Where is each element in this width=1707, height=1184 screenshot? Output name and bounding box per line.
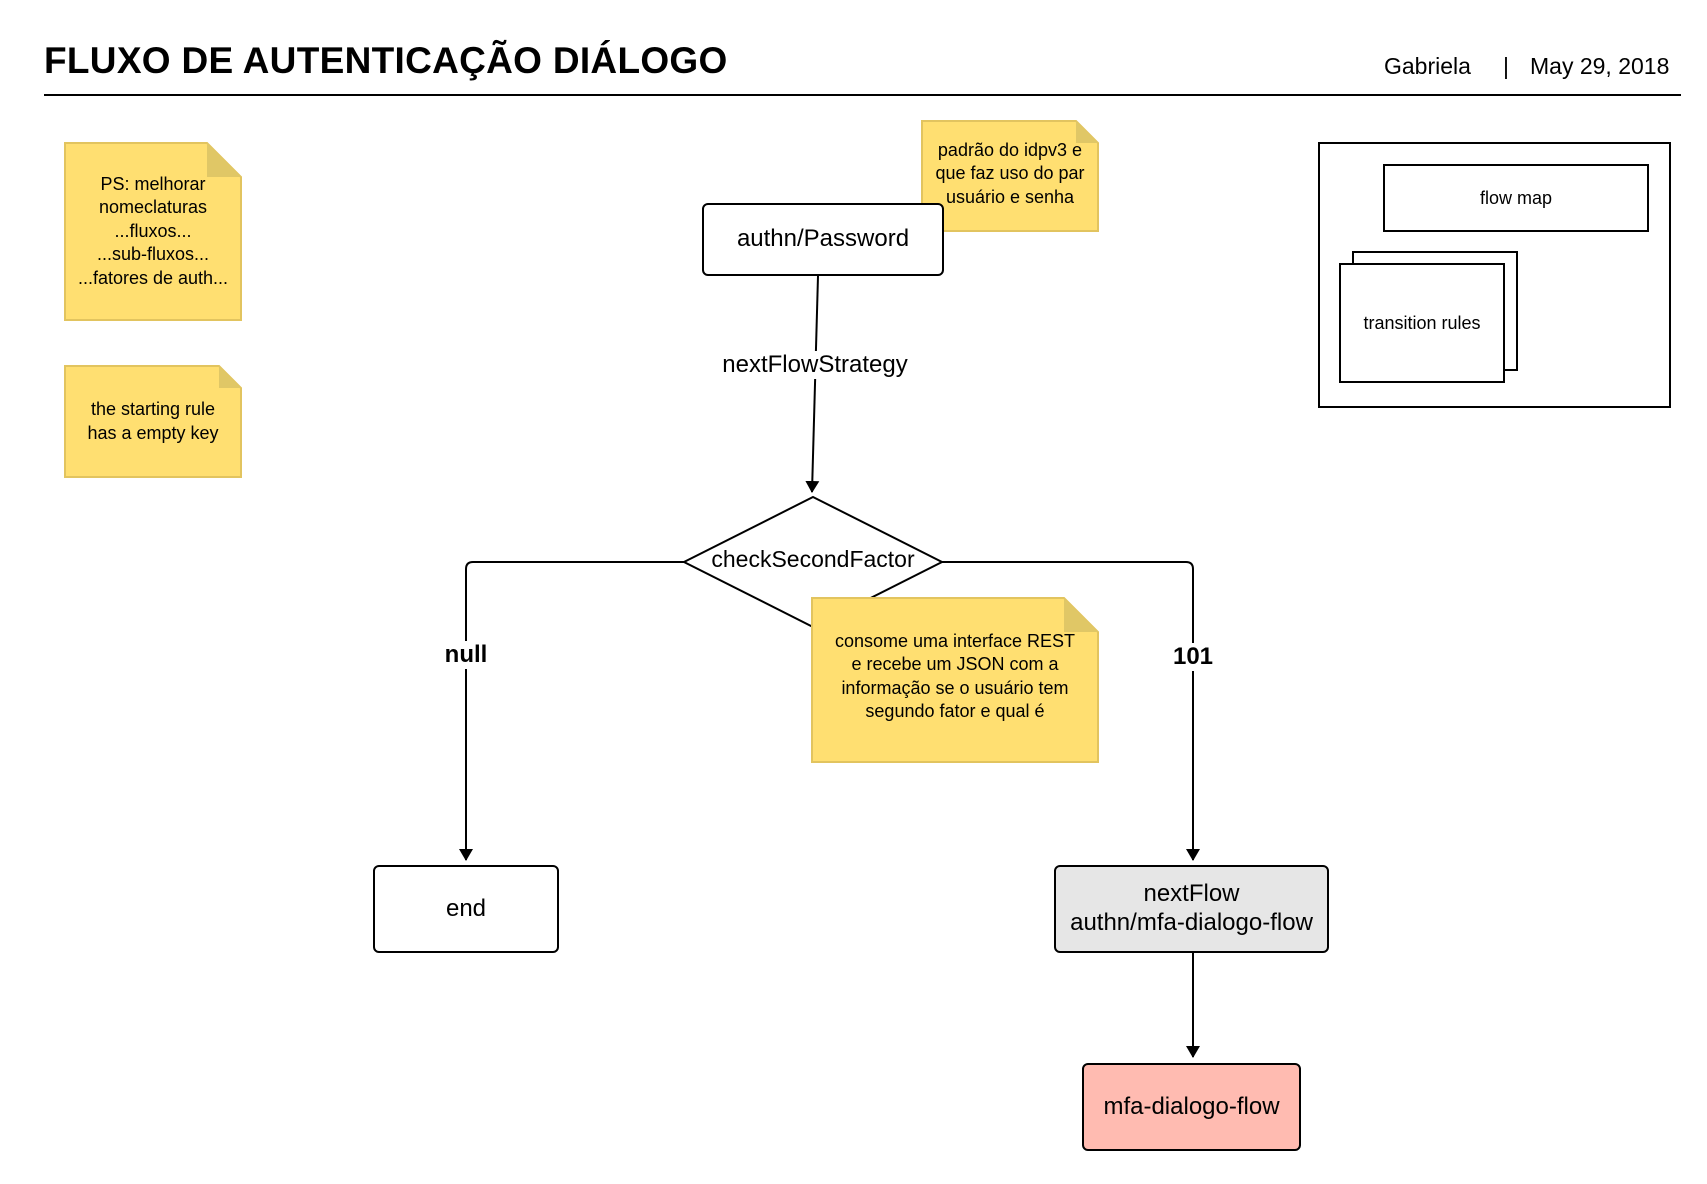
author-name: Gabriela <box>1384 53 1471 79</box>
edge-label-null: null <box>436 641 496 669</box>
next-flow-node: nextFlow authn/mfa-dialogo-flow <box>1054 865 1329 953</box>
legend-transition-rules-label: transition rules <box>1363 312 1481 333</box>
edge-check-to-end <box>459 561 684 861</box>
header-rule <box>44 94 1681 96</box>
starting-rule-note-shape <box>64 365 242 478</box>
starting-rule-note-line: the starting rule <box>90 399 216 420</box>
starting-rule-note-line: has a empty key <box>87 422 219 443</box>
edge-label-101: 101 <box>1163 643 1223 671</box>
ps-note-line: nomeclaturas <box>98 197 208 218</box>
idp-note-line: que faz uso do par <box>935 163 1085 184</box>
ps-note-line: ...fluxos... <box>114 220 192 241</box>
legend-transition-rules-front <box>1339 263 1505 383</box>
edge-label-strategy: nextFlowStrategy <box>715 351 915 379</box>
mfa-flow-node-label: mfa-dialogo-flow <box>1103 1092 1280 1120</box>
mfa-flow-node: mfa-dialogo-flow <box>1082 1063 1301 1151</box>
edge-check-to-nextflow <box>942 561 1200 861</box>
header-date: May 29, 2018 <box>1530 53 1670 79</box>
rest-note: consome uma interface REST e recebe um J… <box>812 598 1098 762</box>
idp-note: padrão do idpv3 e que faz uso do par usu… <box>922 121 1098 231</box>
end-node-label: end <box>445 894 487 922</box>
idp-note-line: padrão do idpv3 e <box>937 140 1083 160</box>
next-flow-node-target: authn/mfa-dialogo-flow <box>1070 909 1313 936</box>
ps-note-line: PS: melhorar <box>100 174 206 195</box>
legend-flow-map-box <box>1383 164 1649 232</box>
rest-note-line: informação se o usuário tem <box>841 677 1069 698</box>
next-flow-node-label: nextFlow <box>1143 880 1240 908</box>
check-second-factor-label: checkSecondFactor <box>711 546 915 572</box>
header-separator: | <box>1503 53 1509 79</box>
ps-note-line: ...fatores de auth... <box>77 267 229 288</box>
ps-note-line: ...sub-fluxos... <box>96 244 210 265</box>
rest-note-line: e recebe um JSON com a <box>851 654 1059 675</box>
edge-password-to-check <box>805 275 820 493</box>
legend-flow-map-label: flow map <box>1479 187 1553 208</box>
password-node-label: authn/Password <box>736 225 910 253</box>
ps-note-shape <box>64 142 242 321</box>
password-node: authn/Password <box>702 203 944 276</box>
rest-note-line: consome uma interface REST <box>834 631 1076 651</box>
ps-note: PS: melhorar nomeclaturas ...fluxos... .… <box>65 143 241 320</box>
starting-rule-note: the starting rule has a empty key <box>65 366 241 477</box>
idp-note-line: usuário e senha <box>945 186 1075 207</box>
rest-note-shape <box>811 597 1099 763</box>
page-title: FLUXO DE AUTENTICAÇÃO DIÁLOGO <box>44 40 728 81</box>
end-node: end <box>373 865 559 953</box>
rest-note-line: segundo fator e qual é <box>865 701 1045 722</box>
